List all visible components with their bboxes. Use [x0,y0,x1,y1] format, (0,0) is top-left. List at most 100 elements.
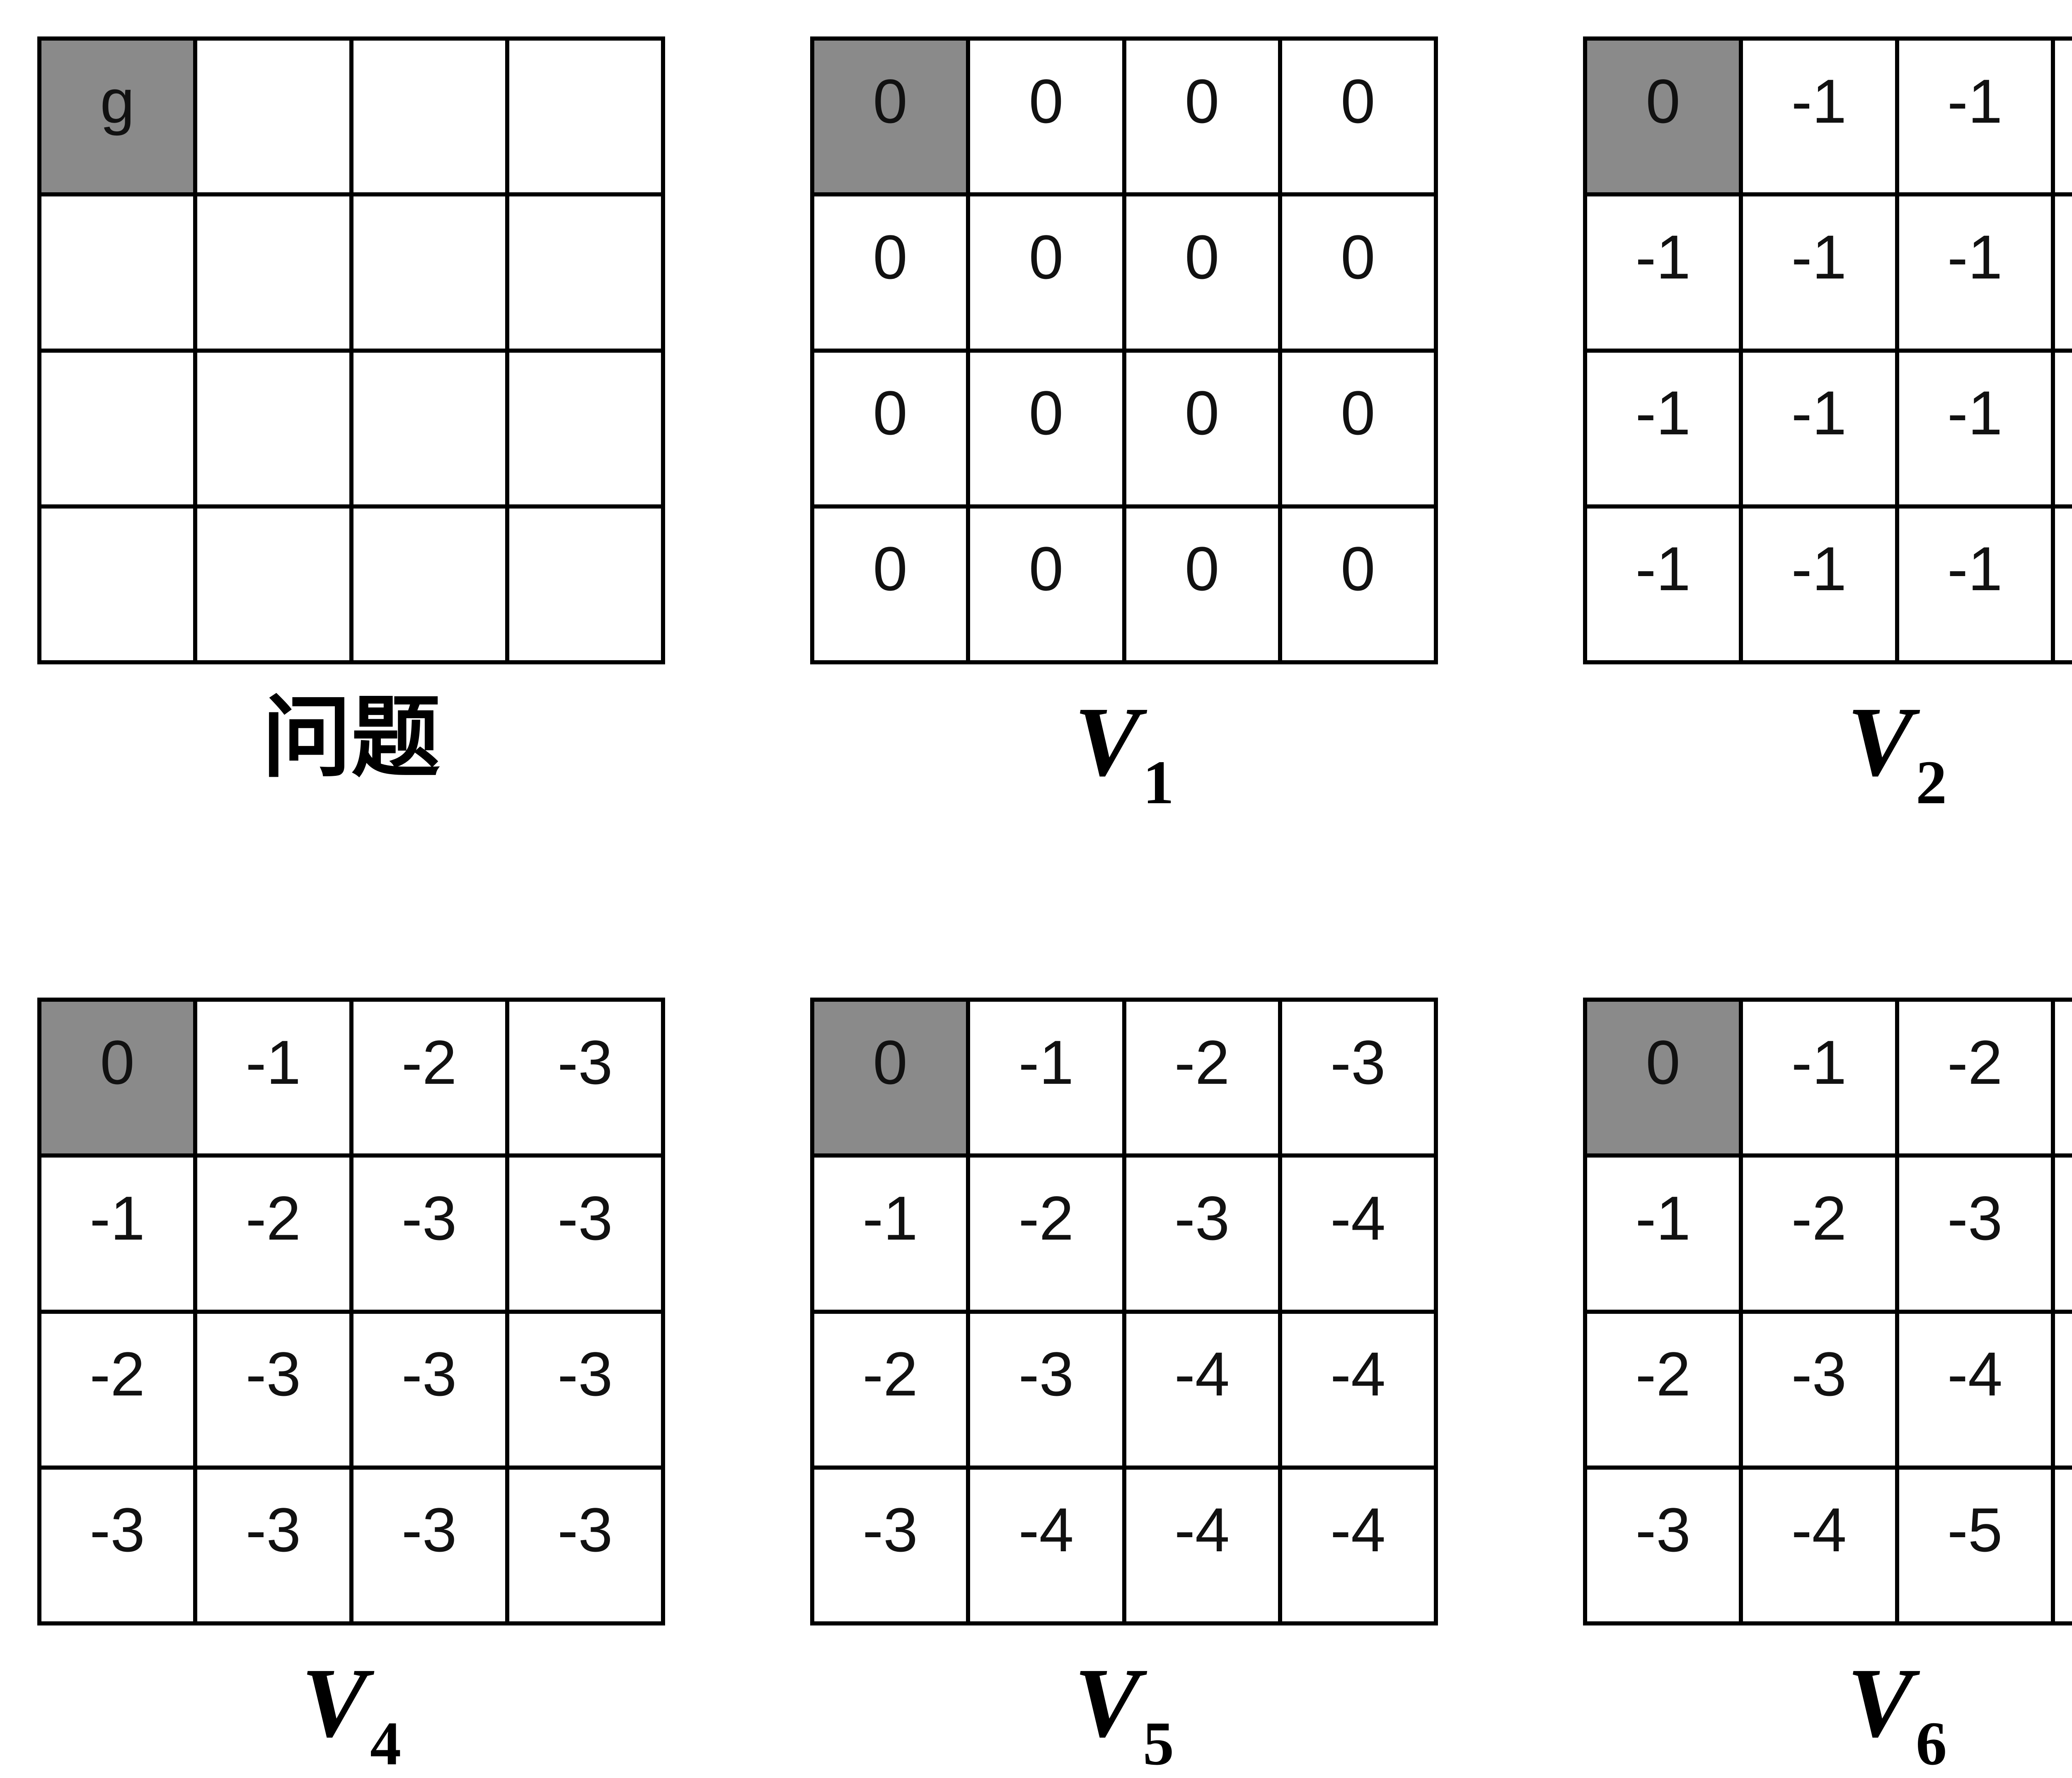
grid-cell: -3 [1587,1469,1739,1621]
grid-cell: -3 [509,1002,661,1154]
grid-cell [509,352,661,504]
grid-cell: -3 [1282,1002,1434,1154]
grid-cell: -4 [2055,1158,2072,1310]
value-function-symbol: V [1074,1647,1141,1758]
grid-cell: -4 [1743,1469,1895,1621]
grid-cell: -1 [1587,508,1739,660]
grid-cell [353,508,505,660]
goal-cell: 0 [1587,41,1739,193]
grid-cell: 0 [814,196,966,349]
grid-cell: -1 [2055,41,2072,193]
goal-cell: 0 [1587,1002,1739,1154]
panel-caption: V2 [1847,692,1947,814]
grid-cell: -4 [970,1469,1122,1621]
grid-cell: -4 [1126,1313,1278,1466]
value-function-symbol: V [301,1647,368,1758]
grid-cell [197,508,349,660]
panel-caption-math: V1 [1074,692,1174,814]
panel-caption: 问题 [262,692,441,803]
grid-cell [41,352,194,504]
gridworld-grid: 0-1-1-1-1-1-1-1-1-1-1-1-1-1-1-1 [1583,36,2072,664]
grid-cell: -1 [41,1158,194,1310]
grid-cell: 0 [970,352,1122,504]
grid-cell: 0 [1282,41,1434,193]
grid-cell: -4 [1282,1469,1434,1621]
grid-cell: 0 [1126,508,1278,660]
grid-cell [509,41,661,193]
grid-cell: -2 [814,1313,966,1466]
panel-caption-math: V4 [301,1653,401,1775]
grid-cell: -3 [2055,1002,2072,1154]
grid-cell: -5 [2055,1313,2072,1466]
gridworld-grid: g [37,36,665,664]
grid-cell: -1 [814,1158,966,1310]
grid-cell: 0 [1282,352,1434,504]
grid-cell: -1 [1743,41,1895,193]
panel-caption: V1 [1074,692,1174,814]
grid-cell: -1 [1743,196,1895,349]
grid-cell [353,41,505,193]
grid-cell: -4 [1126,1469,1278,1621]
grid-cell [509,196,661,349]
value-grid-panel: 0-1-1-1-1-1-1-1-1-1-1-1-1-1-1-1 V2 [1583,36,2072,814]
grid-cell: -1 [1899,508,2051,660]
grid-cell [197,352,349,504]
panel-caption: V5 [1074,1653,1174,1775]
grid-cell: -1 [1587,352,1739,504]
panel-caption-math: V2 [1847,692,1947,814]
grid-cell: -3 [353,1469,505,1621]
value-function-symbol: V [1847,686,1914,797]
grid-cell: -4 [1899,1313,2051,1466]
grid-cell: -3 [814,1469,966,1621]
grid-cell: 0 [814,508,966,660]
grid-cell: -3 [1899,1158,2051,1310]
grid-cell: -5 [1899,1469,2051,1621]
iteration-subscript: 5 [1143,1709,1174,1778]
grid-cell: -3 [197,1469,349,1621]
grid-cell: -3 [970,1313,1122,1466]
grid-cell: -1 [2055,196,2072,349]
grid-cell: -3 [353,1158,505,1310]
value-function-symbol: V [1847,1647,1914,1758]
grid-cell: -1 [1743,508,1895,660]
value-grid-panel: 0-1-2-3-1-2-3-4-2-3-4-4-3-4-4-4 V5 [810,998,1438,1775]
grid-cell: -1 [1587,1158,1739,1310]
grid-cell: -2 [1126,1002,1278,1154]
grid-cell: 0 [970,196,1122,349]
iteration-subscript: 2 [1916,748,1947,817]
value-grid-panel: g 问题 [37,36,665,803]
grid-cell: -3 [1743,1313,1895,1466]
goal-cell: 0 [814,41,966,193]
grid-cell: -5 [2055,1469,2072,1621]
grid-cell: -1 [197,1002,349,1154]
grid-cell: -4 [1282,1158,1434,1310]
gridworld-grid: 0-1-2-3-1-2-3-4-2-3-4-5-3-4-5-5 [1583,998,2072,1625]
panel-caption-math: V5 [1074,1653,1174,1775]
grid-cell [353,196,505,349]
grid-cell [353,352,505,504]
grid-cell: -3 [509,1469,661,1621]
gridworld-grid: 0-1-2-3-1-2-3-4-2-3-4-4-3-4-4-4 [810,998,1438,1625]
grid-cell: -3 [509,1158,661,1310]
grid-cell: -2 [1743,1158,1895,1310]
panel-caption: V4 [301,1653,401,1775]
grid-cell: -3 [1126,1158,1278,1310]
grid-cell: -1 [1743,1002,1895,1154]
grid-cell: -1 [1899,41,2051,193]
grid-cell: -2 [41,1313,194,1466]
grid-cell: 0 [970,508,1122,660]
grid-cell: 0 [1282,196,1434,349]
gridworld-grid: 0-1-2-3-1-2-3-3-2-3-3-3-3-3-3-3 [37,998,665,1625]
grid-cell: -3 [509,1313,661,1466]
value-grid-panel: 0-1-2-3-1-2-3-3-2-3-3-3-3-3-3-3 V4 [37,998,665,1775]
grid-cell [41,508,194,660]
grid-cell [197,196,349,349]
grid-cell: -3 [197,1313,349,1466]
grid-cell: -1 [1743,352,1895,504]
grid-cell: -1 [970,1002,1122,1154]
grid-cell: 0 [1126,196,1278,349]
grid-cell [509,508,661,660]
grid-cell: 0 [1282,508,1434,660]
